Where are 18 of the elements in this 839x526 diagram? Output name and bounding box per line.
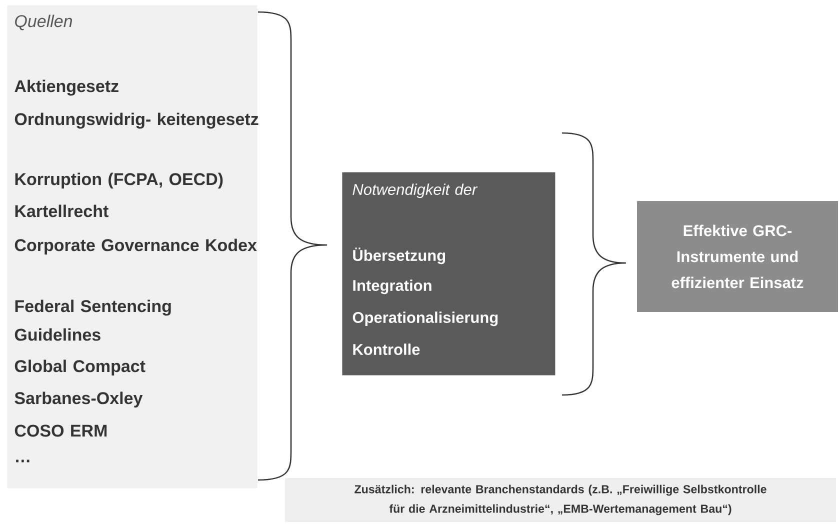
list-item: Global Compact <box>14 360 146 376</box>
list-item: Federal Sentencing Guidelines <box>14 300 171 341</box>
list-item: Aktiengesetz <box>14 80 118 96</box>
list-item: Corporate Governance Kodex <box>14 238 257 255</box>
list-item: Ordnungswidrig- keitengesetz <box>14 112 258 129</box>
result-box: Effektive GRC-Instrumente und effizienter Einsatz <box>637 201 838 312</box>
list-item: Integration <box>353 280 432 294</box>
list-item: Sarbanes-Oxley <box>14 392 143 408</box>
note-box: Zusätzlich: relevante Branchenstandards (z.B. „Freiwillige Selbstkontrolle für die Arzneimittelindustrie“, „EMB-Wertemanagement Bau“) <box>285 478 836 522</box>
list-item: Kontrolle <box>353 344 420 355</box>
list-item: … <box>16 460 30 462</box>
list-item: COSO ERM <box>14 424 107 437</box>
list-item: Kartellrecht <box>15 204 108 218</box>
list-item: Korruption (FCPA, OECD) <box>15 172 223 189</box>
list-item: Übersetzung <box>353 248 446 264</box>
list-heading: Quellen <box>15 14 72 30</box>
list-item: Operationalisierung <box>352 312 498 326</box>
list-heading: Notwendigkeit der <box>352 184 478 198</box>
